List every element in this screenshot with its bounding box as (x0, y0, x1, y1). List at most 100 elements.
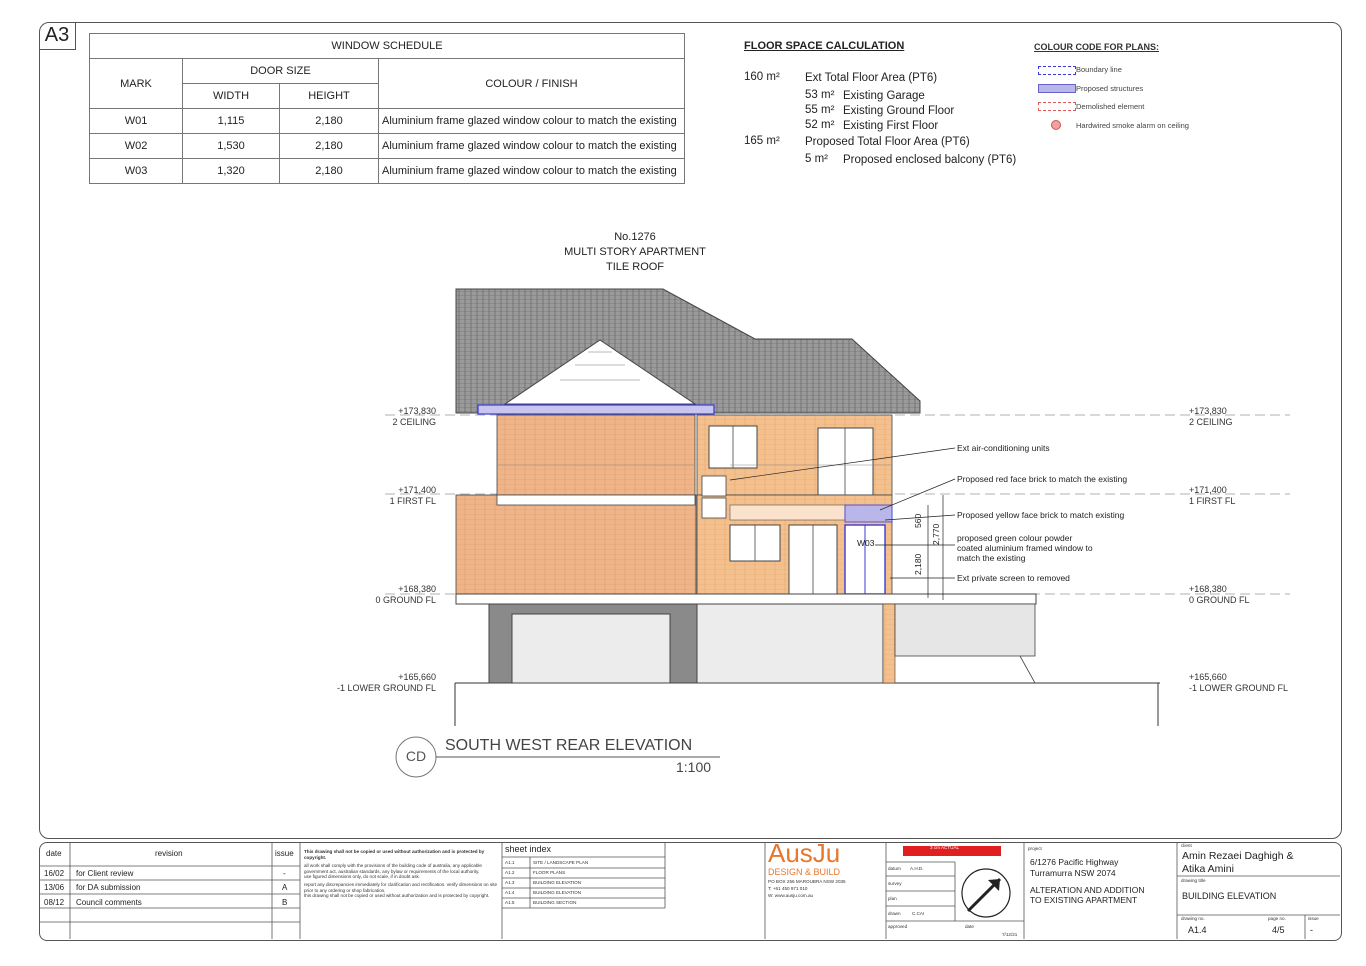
datum-label: datum (888, 866, 901, 871)
leader-lines (729, 447, 956, 579)
company-phone: T: +61 450 971 010 (768, 886, 808, 891)
smoke-alarm-icon (1051, 120, 1061, 130)
project-desc-2: TO EXISTING APARTMENT (1030, 895, 1138, 905)
view-title: SOUTH WEST REAR ELEVATION (445, 737, 693, 754)
sheet-name: SITE / LANDSCAPE PLAN (533, 860, 589, 865)
sheet-border (39, 22, 1342, 839)
issue-value: - (1310, 925, 1313, 935)
building-label: No.1276 MULTI STORY APARTMENT TILE ROOF (535, 230, 735, 275)
level-name: 1 FIRST FL (389, 496, 436, 506)
revision-date: 13/06 (44, 883, 65, 892)
copyright-notice: This drawing shall not be copied or used… (304, 849, 498, 899)
drawing-title-label: drawing title (1181, 878, 1206, 883)
col-colour: COLOUR / FINISH (378, 58, 685, 109)
level-value: +171,400 (398, 485, 436, 495)
title-block (39, 842, 1342, 941)
dimension-lines (927, 495, 944, 600)
finish-cell: Aluminium frame glazed window colour to … (378, 108, 685, 134)
sheet-name: BUILDING ELEVATION (533, 880, 582, 885)
revision-issue: B (282, 898, 288, 907)
revision-desc: for Client review (76, 869, 134, 878)
project-address-1: 6/1276 Pacific Highway (1030, 857, 1119, 867)
roof-gable (503, 339, 697, 405)
revision-date: 08/12 (44, 898, 65, 907)
mark-cell: W01 (89, 108, 183, 134)
project-address-2: Turramurra NSW 2074 (1030, 868, 1116, 878)
ref-date: 7/12/21 (1002, 932, 1018, 937)
revision-issue: A (282, 883, 288, 892)
company-web: W: www.ausju.com.au (768, 893, 814, 898)
width-cell: 1,115 (182, 108, 280, 134)
revisions-col-issue: issue (275, 849, 294, 858)
level-value: +168,380 (1189, 584, 1227, 594)
project-label: project (1028, 846, 1042, 851)
colour-code-title: COLOUR CODE FOR PLANS: (1034, 42, 1159, 52)
sheet-size-label: A3 (39, 22, 76, 50)
colour-code-label: Demolished element (1076, 102, 1145, 111)
approved-label: approved (888, 924, 908, 929)
col-width: WIDTH (182, 83, 280, 109)
demolished-swatch (1038, 102, 1076, 111)
height-cell: 2,180 (279, 158, 379, 184)
floor-area-value: 165 m² (744, 135, 780, 147)
finish-cell: Aluminium frame glazed window colour to … (378, 133, 685, 159)
drawing-no: A1.4 (1188, 925, 1207, 935)
revisions-col-date: date (46, 849, 62, 858)
floor-area-label: Existing Ground Floor (843, 105, 955, 117)
height-cell: 2,180 (279, 108, 379, 134)
drawn-label: drawn (888, 911, 901, 916)
sheet-index-title: sheet index (505, 844, 552, 854)
finish-cell: Aluminium frame glazed window colour to … (378, 158, 685, 184)
client-name-1: Amin Rezaei Daghigh & (1182, 850, 1294, 862)
sheet-name: FLOOR PLANS (533, 870, 566, 875)
level-name: 1 FIRST FL (1189, 496, 1236, 506)
window-schedule-table: WINDOW SCHEDULE MARK DOOR SIZE COLOUR / … (89, 33, 685, 184)
garage-door (696, 603, 884, 684)
side-wall (894, 603, 1036, 657)
sheet-name: BUILDING SECTION (533, 900, 577, 905)
drawing-no-label: drawing no. (1181, 916, 1205, 921)
floor-area-value: 52 m² (805, 119, 835, 131)
floor-area-label: Existing Garage (843, 90, 925, 102)
revision-desc: for DA submission (76, 883, 141, 892)
ac-unit (701, 475, 727, 497)
sheet-no: A1.1 (505, 860, 515, 865)
building-number: No.1276 (614, 231, 656, 243)
floor-area-label: Proposed enclosed balcony (PT6) (843, 154, 1017, 166)
date-label: date (965, 924, 974, 929)
drawing-title: BUILDING ELEVATION (1182, 891, 1277, 901)
annotation: match the existing (957, 553, 1026, 563)
proposed-gutter (477, 404, 715, 415)
view-code: CD (405, 748, 427, 764)
floor-area-value: 55 m² (805, 104, 835, 116)
building-type: MULTI STORY APARTMENT (564, 246, 706, 258)
view-scale: 1:100 (676, 759, 712, 775)
window-tag: W03 (857, 538, 875, 548)
page-no: 4/5 (1272, 925, 1285, 935)
level-name: 0 GROUND FL (375, 595, 436, 605)
table-row: W02 1,530 2,180 Aluminium frame glazed w… (89, 133, 685, 159)
annotation: proposed green colour powder (957, 533, 1073, 543)
client-label: client (1181, 843, 1192, 848)
level-value: +171,400 (1189, 485, 1227, 495)
notice-bold: This drawing shall not be copied or used… (304, 849, 485, 860)
annotation: Ext air-conditioning units (957, 443, 1050, 453)
proposed-red-brick (844, 504, 893, 523)
upper-wall-left (496, 414, 696, 496)
notice-p4: this drawing shall not be copied or used… (304, 893, 490, 899)
revision-desc: Council comments (76, 898, 142, 907)
annotation: Proposed red face brick to match the exi… (957, 474, 1128, 484)
colour-code-label: Boundary line (1076, 65, 1122, 74)
datum-value: A.H.D. (910, 866, 924, 871)
level-value: +173,830 (398, 406, 436, 416)
ac-unit (701, 497, 727, 519)
floor-area-value: 53 m² (805, 89, 835, 101)
level-name: 2 CEILING (392, 417, 436, 427)
scale-bar-label: 3 cm ACTUAL (930, 845, 960, 850)
company-address: PO BOX 256 MAROUBRA NSW 2035 (768, 879, 846, 884)
sheet-no: A1.5 (505, 900, 515, 905)
balcony-slab (496, 494, 696, 506)
sheet-no: A1.3 (505, 880, 515, 885)
floor-area-label: Existing First Floor (843, 120, 939, 132)
